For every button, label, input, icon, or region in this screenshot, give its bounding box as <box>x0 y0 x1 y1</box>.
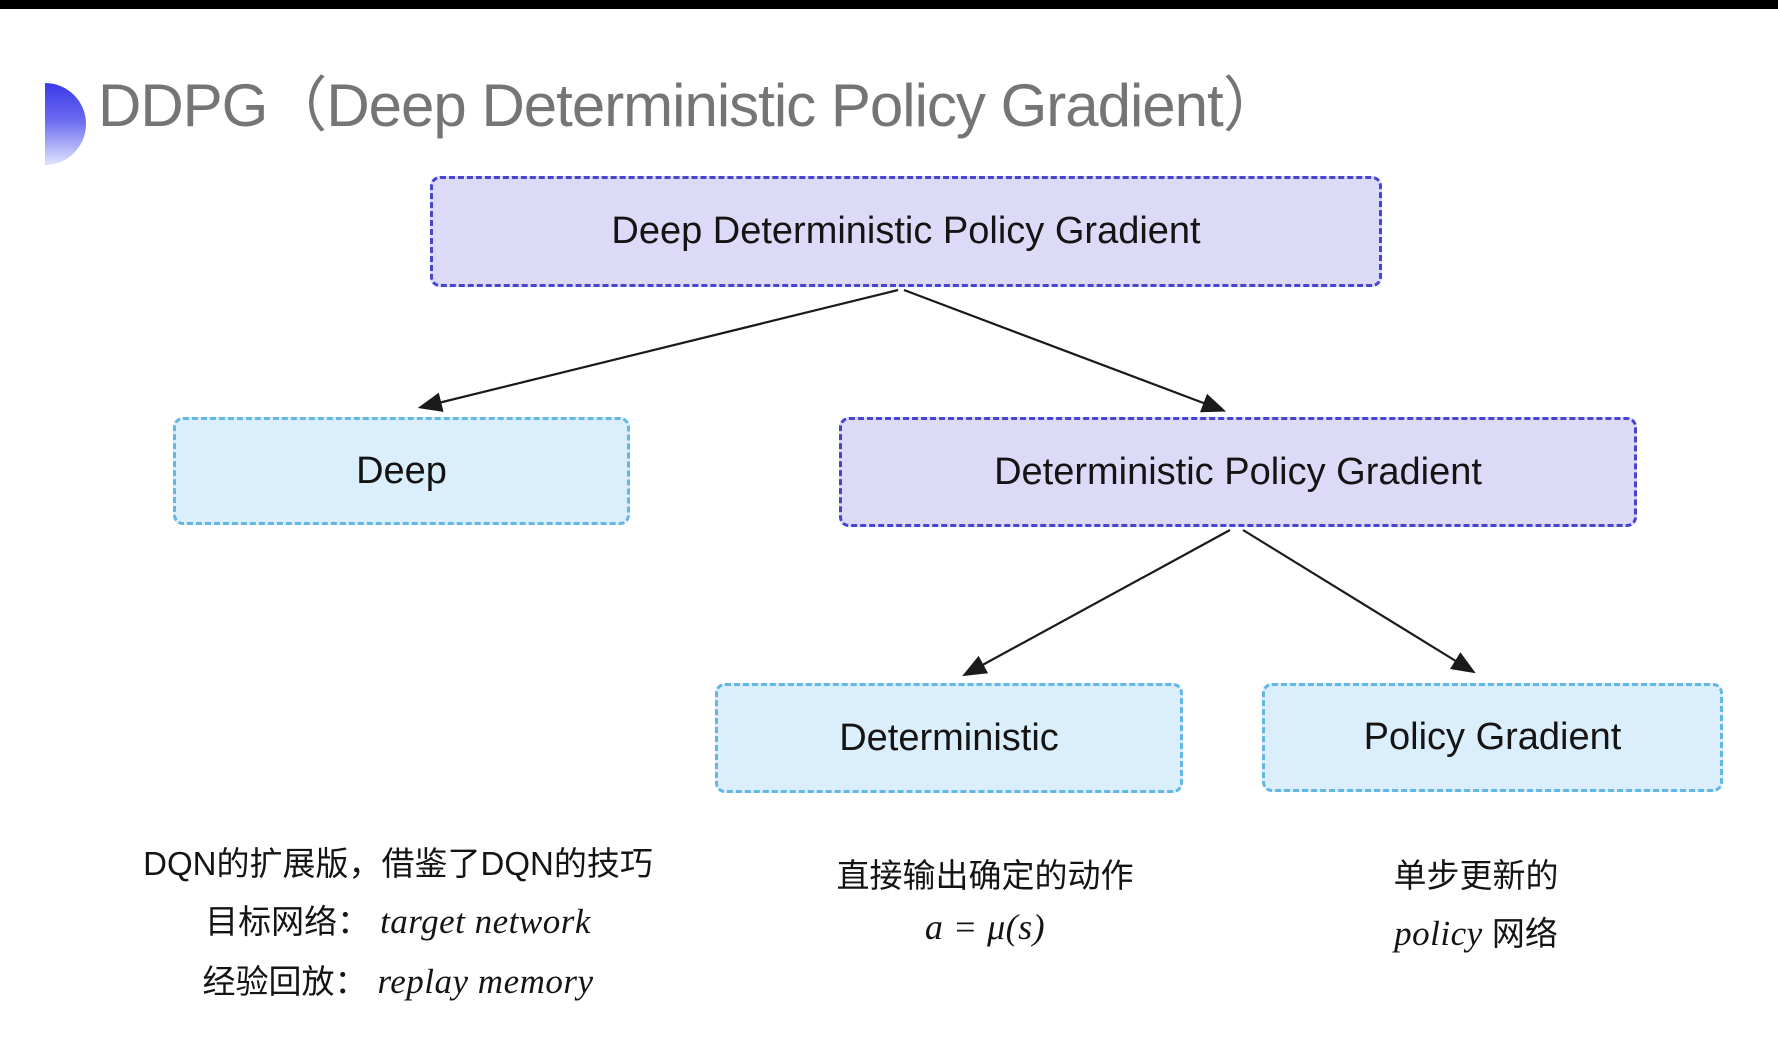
annotation-deterministic-line1: 直接输出确定的动作 <box>785 848 1185 904</box>
annotation-label: 目标网络： <box>205 903 371 941</box>
arrow-dpg-to-deterministic <box>962 529 1231 677</box>
annotation-policy-gradient: 单步更新的 policy 网络 <box>1276 848 1676 964</box>
annotation-text: 直接输出确定的动作 <box>836 857 1134 894</box>
annotation-deep-line3: 经验回放：replay memory <box>118 952 678 1012</box>
annotation-deep-line2: 目标网络：target network <box>118 892 678 952</box>
annotation-term: replay memory <box>377 961 594 1001</box>
node-deep: Deep <box>173 417 630 525</box>
node-policy-gradient: Policy Gradient <box>1262 683 1723 792</box>
node-label: Policy Gradient <box>1363 716 1622 758</box>
arrow-ddpg-to-dpg <box>903 288 1227 413</box>
annotation-text: DQN的扩展版，借鉴了DQN的技巧 <box>143 845 653 882</box>
annotation-deterministic: 直接输出确定的动作 a = μ(s) <box>785 848 1185 951</box>
node-deterministic: Deterministic <box>715 683 1183 793</box>
letterbox-top-bar <box>0 0 1778 9</box>
annotation-text: 单步更新的 <box>1393 857 1559 894</box>
node-deterministic-policy-gradient: Deterministic Policy Gradient <box>839 417 1637 527</box>
annotation-policy-gradient-line1: 单步更新的 <box>1276 848 1676 904</box>
annotation-term: target network <box>380 902 591 942</box>
node-deep-deterministic-policy-gradient: Deep Deterministic Policy Gradient <box>430 176 1382 287</box>
annotation-formula: a = μ(s) <box>924 907 1046 948</box>
node-label: Deterministic <box>839 716 1059 759</box>
annotation-term: policy <box>1394 914 1483 954</box>
annotation-suffix: 网络 <box>1482 915 1558 953</box>
annotation-policy-gradient-line2: policy 网络 <box>1276 904 1676 964</box>
annotation-deep: DQN的扩展版，借鉴了DQN的技巧 目标网络：target network 经验… <box>118 836 678 1011</box>
slide-title: DDPG（Deep Deterministic Policy Gradient） <box>98 72 1283 139</box>
arrow-dpg-to-policy-gradient <box>1242 529 1476 674</box>
title-bullet-icon <box>45 83 86 165</box>
node-label: Deep Deterministic Policy Gradient <box>611 210 1201 252</box>
node-label: Deterministic Policy Gradient <box>994 450 1482 493</box>
node-label: Deep <box>356 449 447 492</box>
annotation-deep-line1: DQN的扩展版，借鉴了DQN的技巧 <box>118 836 678 892</box>
arrow-ddpg-to-deep <box>417 288 899 412</box>
annotation-label: 经验回放： <box>202 962 368 1000</box>
